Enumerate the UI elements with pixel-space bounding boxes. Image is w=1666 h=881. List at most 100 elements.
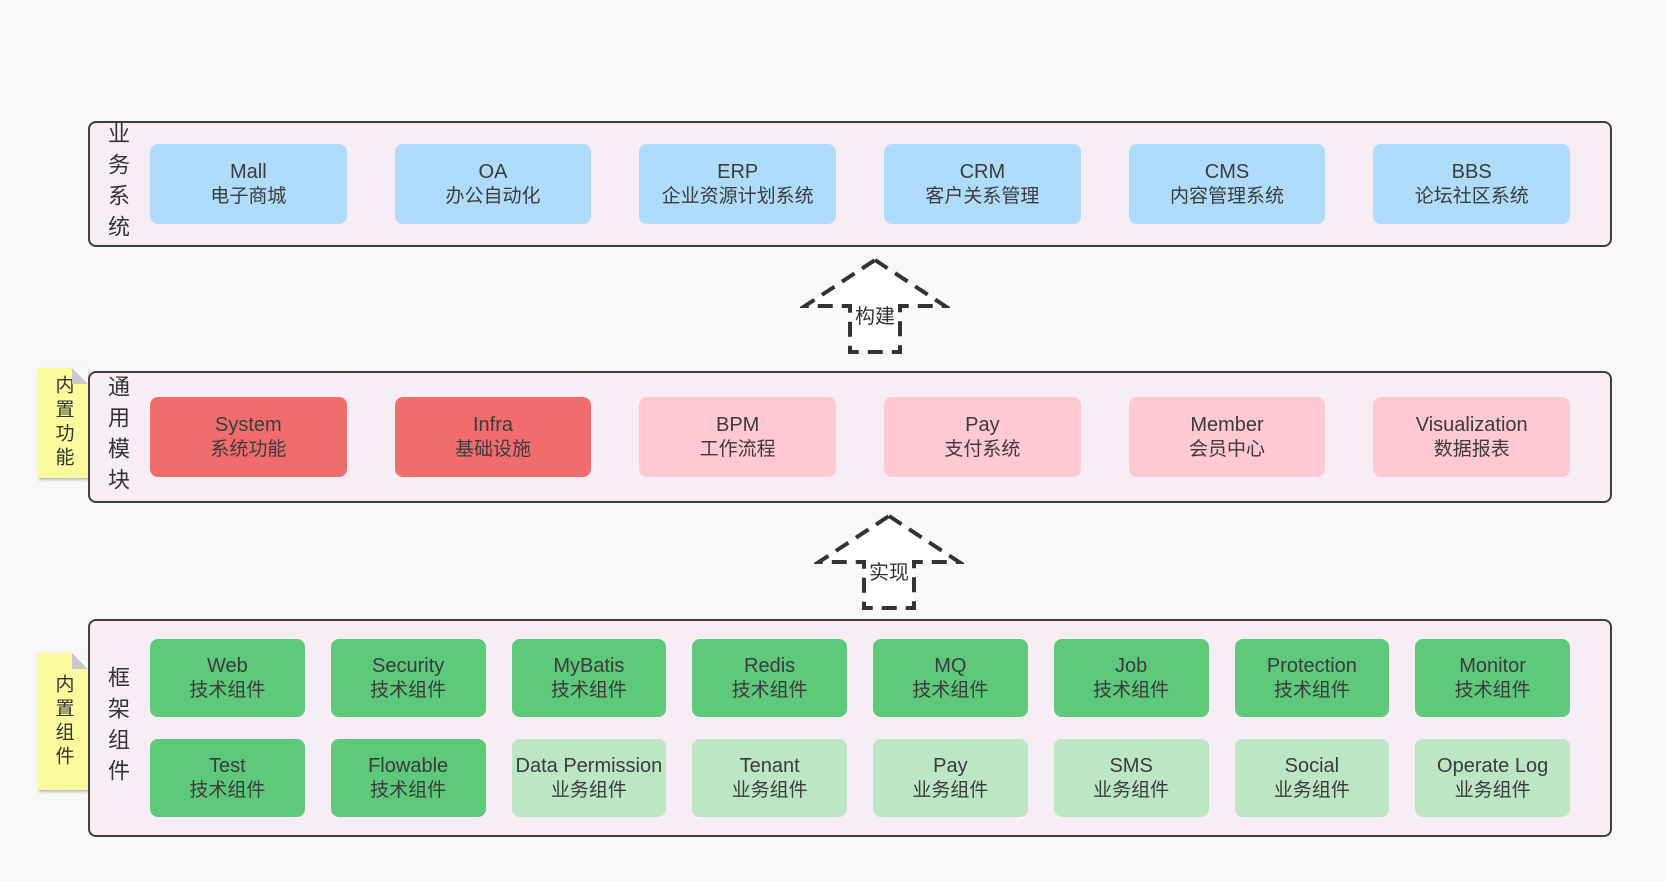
- common-module-boxes: System 系统功能 Infra 基础设施 BPM 工作流程 Pay 支付系统…: [144, 373, 1610, 501]
- section-framework-components: 框架组件 Web 技术组件 Security 技术组件 MyBatis 技术组件…: [88, 619, 1612, 837]
- box-pay-business: Pay 业务组件: [873, 739, 1028, 817]
- box-social: Social 业务组件: [1234, 739, 1390, 817]
- box-subtitle: 业务组件: [1454, 779, 1531, 801]
- box-operate-log: Operate Log 业务组件: [1415, 739, 1570, 817]
- box-subtitle: 工作流程: [699, 438, 776, 460]
- box-subtitle: 业务组件: [912, 779, 989, 801]
- box-title: ERP: [717, 160, 759, 183]
- box-job: Job 技术组件: [1053, 639, 1209, 717]
- box-subtitle: 技术组件: [189, 679, 266, 701]
- box-web: Web 技术组件: [150, 639, 305, 717]
- box-subtitle: 系统功能: [210, 438, 287, 460]
- box-oa: OA 办公自动化: [394, 144, 592, 224]
- box-subtitle: 企业资源计划系统: [661, 185, 814, 207]
- box-tenant: Tenant 业务组件: [692, 739, 847, 817]
- box-title: SMS: [1109, 754, 1153, 777]
- box-title: Monitor: [1459, 654, 1526, 677]
- box-subtitle: 技术组件: [912, 679, 989, 701]
- section-title: 通用模块: [105, 375, 130, 499]
- box-title: System: [214, 413, 282, 436]
- box-subtitle: 基础设施: [455, 438, 532, 460]
- box-mq: MQ 技术组件: [873, 639, 1028, 717]
- box-security: Security 技术组件: [330, 639, 486, 717]
- box-mall: Mall 电子商城: [150, 144, 347, 224]
- framework-component-boxes: Web 技术组件 Security 技术组件 MyBatis 技术组件 Redi…: [144, 621, 1610, 835]
- folded-corner-icon: [72, 368, 88, 384]
- box-title: Tenant: [739, 754, 800, 777]
- box-erp: ERP 企业资源计划系统: [639, 144, 837, 224]
- box-title: Social: [1284, 754, 1340, 777]
- section-title: 业务系统: [105, 122, 130, 246]
- box-infra: Infra 基础设施: [394, 397, 592, 477]
- box-title: Operate Log: [1437, 754, 1549, 777]
- box-title: Job: [1115, 654, 1148, 677]
- box-subtitle: 技术组件: [1273, 679, 1350, 701]
- box-subtitle: 支付系统: [944, 438, 1021, 460]
- box-title: Mall: [230, 160, 267, 183]
- box-title: Security: [372, 654, 445, 677]
- box-title: Infra: [472, 413, 514, 436]
- box-crm: CRM 客户关系管理: [884, 144, 1081, 224]
- box-subtitle: 技术组件: [189, 779, 266, 801]
- section-label-column: 框架组件: [90, 621, 144, 835]
- box-title: Protection: [1266, 654, 1357, 677]
- box-visualization: Visualization 数据报表: [1373, 397, 1571, 477]
- section-title: 框架组件: [105, 666, 130, 790]
- box-subtitle: 技术组件: [370, 779, 447, 801]
- box-subtitle: 办公自动化: [445, 185, 541, 207]
- build-arrow: 构建: [800, 256, 950, 356]
- box-subtitle: 业务组件: [1273, 779, 1350, 801]
- section-label-column: 业务系统: [90, 122, 144, 246]
- arrow-label: 实现: [866, 556, 912, 585]
- box-subtitle: 技术组件: [370, 679, 447, 701]
- box-subtitle: 论坛社区系统: [1414, 185, 1529, 207]
- box-title: OA: [478, 160, 508, 183]
- box-member: Member 会员中心: [1128, 397, 1326, 477]
- box-protection: Protection 技术组件: [1234, 639, 1390, 717]
- box-subtitle: 业务组件: [1093, 779, 1170, 801]
- box-subtitle: 电子商城: [210, 185, 287, 207]
- box-title: Pay: [933, 754, 968, 777]
- box-title: Data Permission: [515, 754, 663, 777]
- box-cms: CMS 内容管理系统: [1128, 144, 1326, 224]
- box-title: Flowable: [368, 754, 449, 777]
- section-label-column: 通用模块: [90, 373, 144, 501]
- box-subtitle: 技术组件: [1454, 679, 1531, 701]
- box-bpm: BPM 工作流程: [639, 397, 837, 477]
- box-subtitle: 业务组件: [550, 779, 627, 801]
- box-title: Test: [209, 754, 246, 777]
- box-title: Web: [206, 654, 248, 677]
- box-monitor: Monitor 技术组件: [1415, 639, 1570, 717]
- section-common-modules: 通用模块 System 系统功能 Infra 基础设施 BPM 工作流程 Pay…: [88, 371, 1612, 503]
- folded-corner-icon: [72, 653, 88, 669]
- box-title: Visualization: [1415, 413, 1528, 436]
- box-title: CMS: [1204, 160, 1250, 183]
- business-system-boxes: Mall 电子商城 OA 办公自动化 ERP 企业资源计划系统 CRM 客户关系…: [144, 123, 1610, 245]
- box-title: Pay: [965, 413, 1000, 436]
- sticky-note-built-in-components: 内置组件: [38, 653, 88, 790]
- box-test: Test 技术组件: [150, 739, 305, 817]
- box-pay: Pay 支付系统: [884, 397, 1081, 477]
- sticky-note-built-in-functions: 内置功能: [38, 368, 88, 478]
- box-title: MQ: [934, 654, 967, 677]
- implement-arrow: 实现: [814, 512, 964, 612]
- box-title: MyBatis: [553, 654, 625, 677]
- box-title: Member: [1190, 413, 1264, 436]
- box-title: BPM: [716, 413, 760, 436]
- box-subtitle: 技术组件: [1093, 679, 1170, 701]
- box-data-permission: Data Permission 业务组件: [511, 739, 667, 817]
- box-title: BBS: [1451, 160, 1492, 183]
- box-title: Redis: [744, 654, 796, 677]
- box-subtitle: 内容管理系统: [1170, 185, 1285, 207]
- box-mybatis: MyBatis 技术组件: [511, 639, 667, 717]
- note-text: 内置组件: [52, 673, 74, 770]
- box-subtitle: 技术组件: [550, 679, 627, 701]
- box-sms: SMS 业务组件: [1053, 739, 1209, 817]
- box-subtitle: 客户关系管理: [925, 185, 1040, 207]
- box-flowable: Flowable 技术组件: [330, 739, 486, 817]
- box-subtitle: 会员中心: [1189, 438, 1266, 460]
- box-system: System 系统功能: [150, 397, 347, 477]
- box-subtitle: 数据报表: [1433, 438, 1510, 460]
- box-subtitle: 技术组件: [731, 679, 808, 701]
